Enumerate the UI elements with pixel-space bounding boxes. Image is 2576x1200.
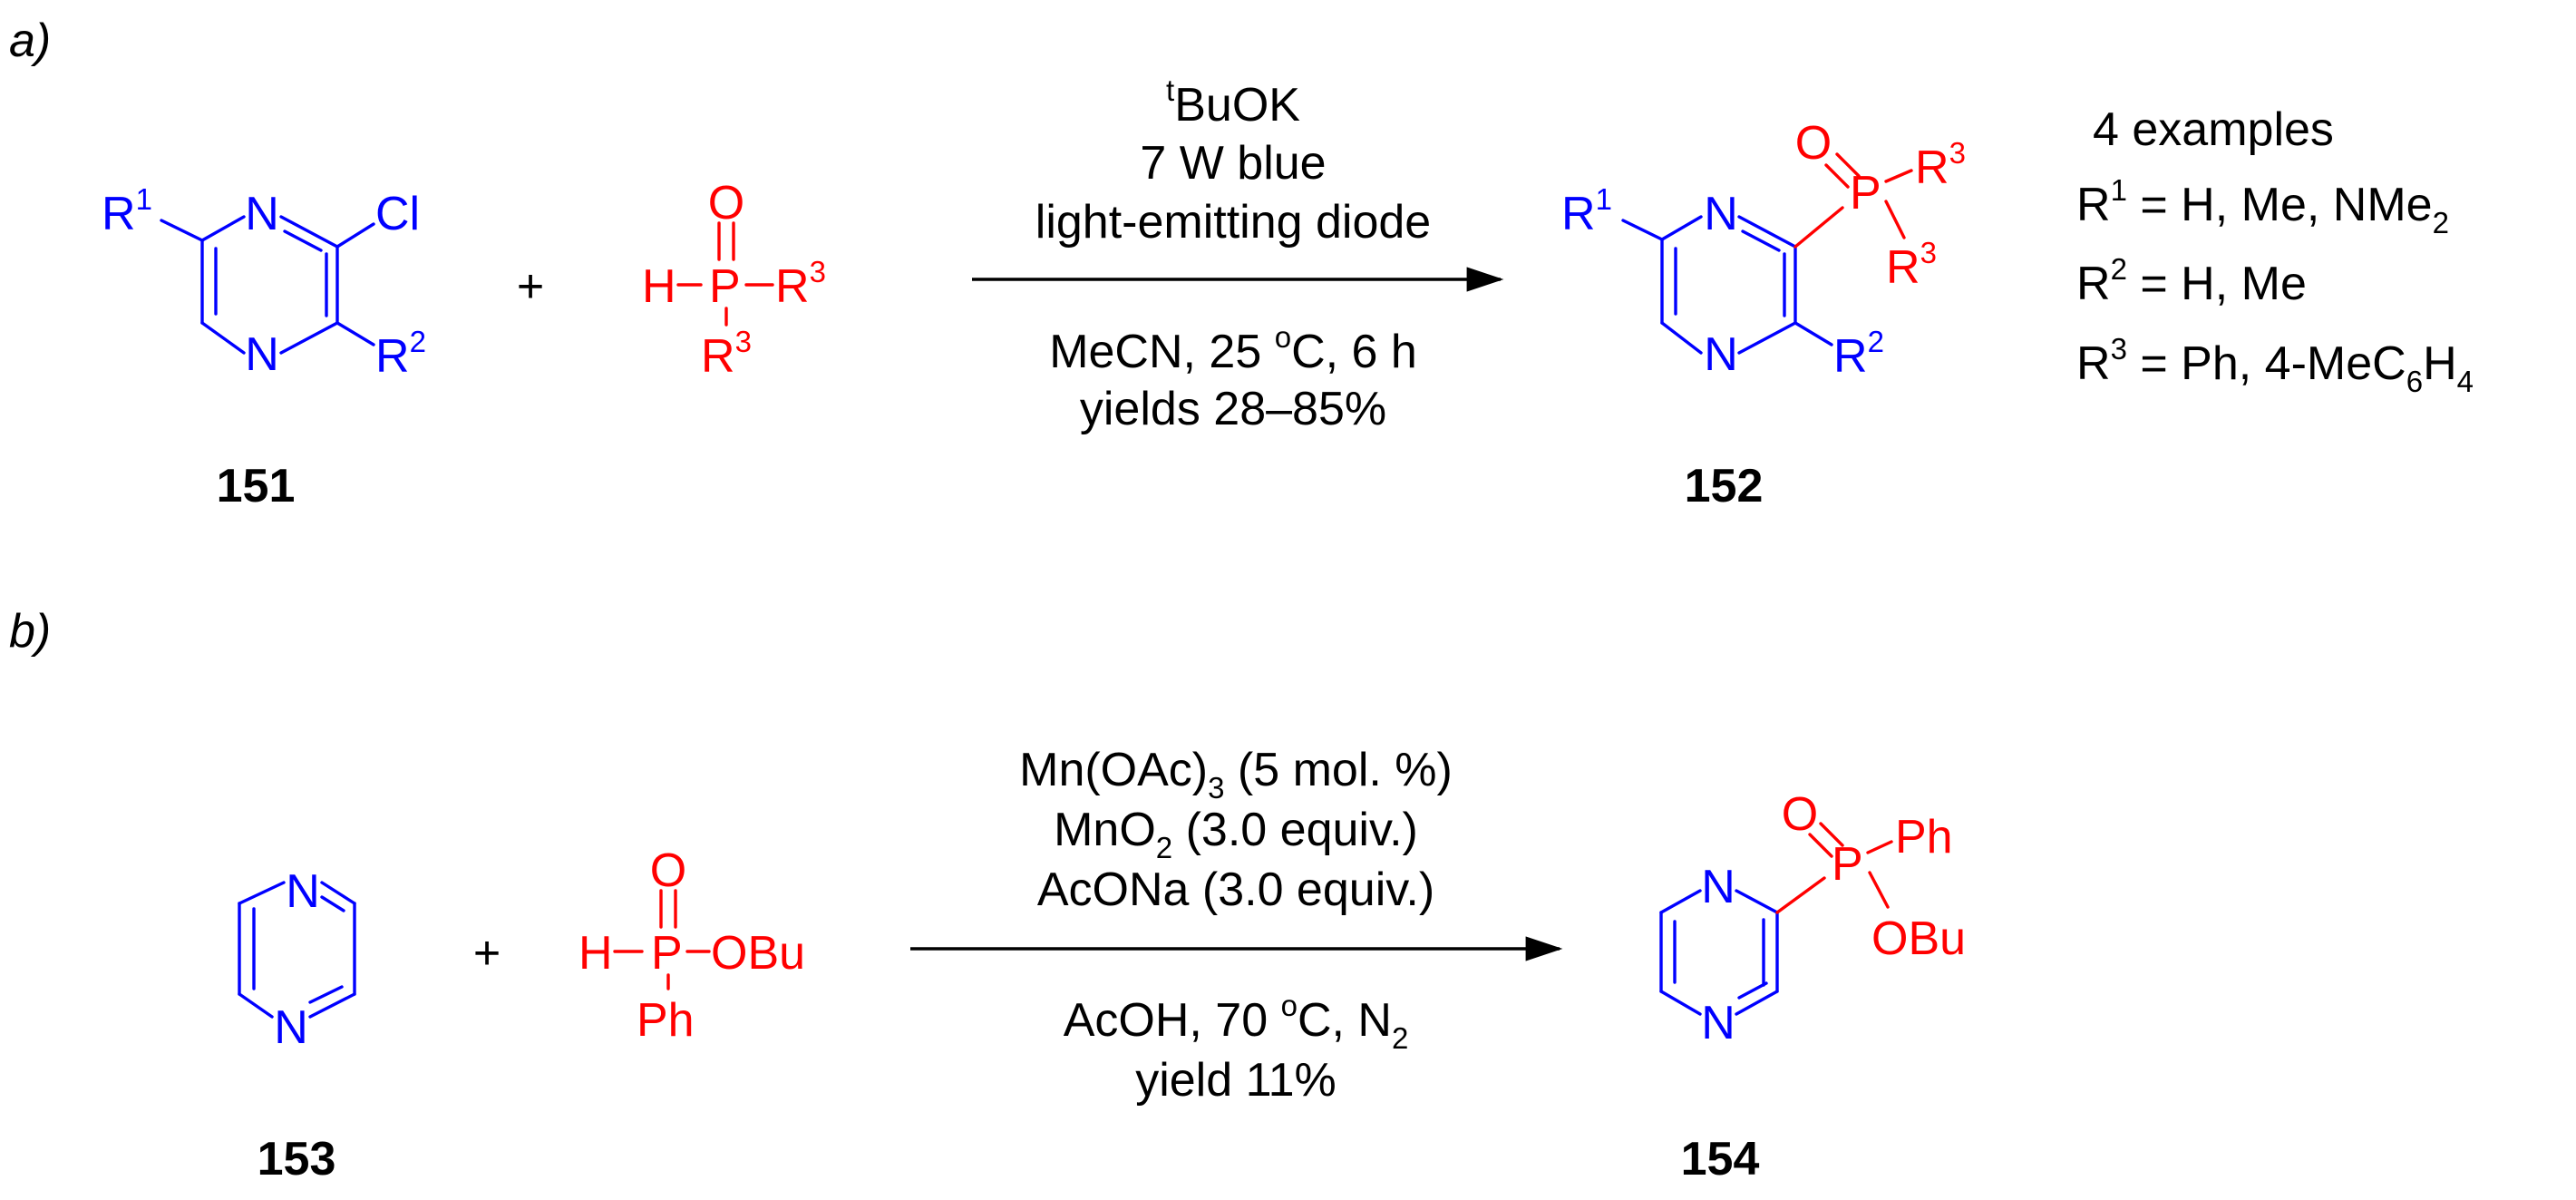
p-atom-152: P xyxy=(1850,167,1881,220)
pyrazine-ring-152 xyxy=(1660,215,1797,355)
cl-bond-151 xyxy=(335,222,375,249)
reactant-151: N N R1 Cl R2 151 xyxy=(102,182,426,512)
n-atom-bottom-153: N xyxy=(274,1001,308,1054)
h-atom-reagent-a: H xyxy=(642,260,676,313)
panel-b: b) N N 153 + H P OBu O xyxy=(9,605,1966,1185)
plus-sign-b: + xyxy=(473,927,501,980)
r3-label-lower-152: R3 xyxy=(1886,236,1937,294)
condition-solvent-temp-a: MeCN, 25 oC, 6 h xyxy=(1049,320,1417,378)
product-152: N N R1 R2 P O R3 R3 152 xyxy=(1561,117,1966,512)
condition-catalyst-b: Mn(OAc)3 (5 mol. %) xyxy=(1019,744,1453,805)
r2-label-151: R2 xyxy=(375,325,426,383)
condition-yield-a: yields 28–85% xyxy=(1080,383,1386,435)
compound-id-151: 151 xyxy=(217,460,296,512)
phosphine-oxide-reagent-a: H P R3 O R3 xyxy=(642,177,826,383)
ph-label-reagent-b: Ph xyxy=(637,994,695,1047)
condition-light-2-a: light-emitting diode xyxy=(1035,196,1431,249)
r1-label-151: R1 xyxy=(102,182,152,240)
compound-id-152: 152 xyxy=(1685,460,1764,512)
n-atom-bottom-152: N xyxy=(1704,328,1738,381)
o-atom-reagent-a: O xyxy=(708,177,744,229)
o-atom-152: O xyxy=(1795,117,1832,170)
p-atom-reagent-a: P xyxy=(709,260,741,313)
condition-solvent-temp-b: AcOH, 70 oC, N2 xyxy=(1064,989,1409,1055)
obu-label-reagent-b: OBu xyxy=(711,927,805,980)
substrate-scope-a: 4 examples R1 = H, Me, NMe2 R2 = H, Me R… xyxy=(2076,103,2474,398)
compound-id-154: 154 xyxy=(1681,1133,1760,1185)
r3-label-bottom-reagent-a: R3 xyxy=(701,325,752,383)
ph-label-154: Ph xyxy=(1895,811,1953,863)
condition-base-b: AcONa (3.0 equiv.) xyxy=(1037,863,1434,916)
condition-base-a: tBuOK xyxy=(1166,73,1300,132)
condition-yield-b: yield 11% xyxy=(1135,1054,1337,1107)
scope-r2: R2 = H, Me xyxy=(2076,252,2307,310)
condition-oxidant-b: MnO2 (3.0 equiv.) xyxy=(1054,804,1418,864)
r3-label-right-reagent-a: R3 xyxy=(775,255,826,313)
r2-label-152: R2 xyxy=(1833,325,1884,383)
n-atom-top-154: N xyxy=(1701,861,1735,913)
scope-examples: 4 examples xyxy=(2093,103,2334,156)
obu-label-154: OBu xyxy=(1871,912,1966,965)
p-atom-154: P xyxy=(1832,838,1863,891)
r2-bond-151 xyxy=(335,321,375,346)
r1-bond-151 xyxy=(160,219,204,242)
n-atom-bottom-154: N xyxy=(1701,997,1735,1049)
n-atom-top-151: N xyxy=(245,188,279,240)
plus-sign-a: + xyxy=(517,260,544,313)
reactant-153: N N 153 xyxy=(238,865,356,1185)
n-atom-top-152: N xyxy=(1704,188,1738,240)
o-atom-154: O xyxy=(1782,788,1818,841)
n-atom-bottom-151: N xyxy=(245,328,279,381)
phosphinate-reagent-b: H P OBu O Ph xyxy=(578,844,805,1047)
panel-b-label: b) xyxy=(9,605,51,658)
cl-label-151: Cl xyxy=(375,188,420,240)
scope-r3: R3 = Ph, 4-MeC6H4 xyxy=(2076,332,2474,398)
r3-label-upper-152: R3 xyxy=(1915,136,1966,194)
scope-r1: R1 = H, Me, NMe2 xyxy=(2076,173,2449,239)
condition-light-1-a: 7 W blue xyxy=(1140,137,1326,190)
o-atom-reagent-b: O xyxy=(650,844,686,897)
h-atom-reagent-b: H xyxy=(578,927,613,980)
r1-label-152: R1 xyxy=(1561,182,1612,240)
product-154: N N P O Ph OBu 154 xyxy=(1659,788,1966,1185)
panel-a-label: a) xyxy=(9,15,51,67)
compound-id-153: 153 xyxy=(258,1133,336,1185)
n-atom-top-153: N xyxy=(286,865,320,918)
panel-a: a) N N R1 Cl R2 151 + xyxy=(9,15,2474,512)
p-atom-reagent-b: P xyxy=(651,927,683,980)
pyrazine-ring-151 xyxy=(200,215,339,355)
